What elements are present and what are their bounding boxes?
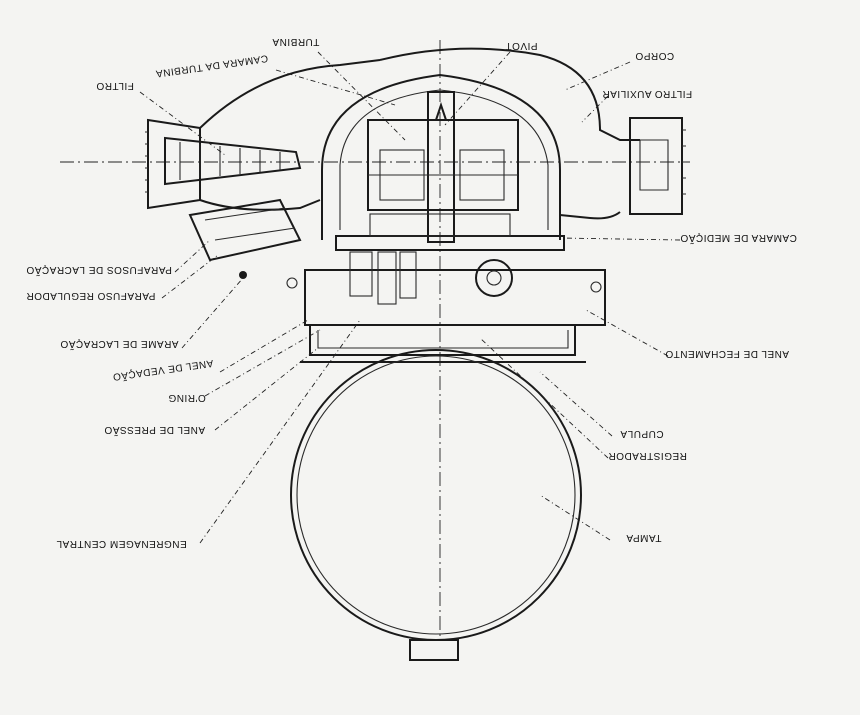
- inlet-connector: [145, 118, 201, 210]
- label-camara-medicao: CAMARA DE MEDIÇÃO: [680, 232, 797, 243]
- label-turbina: TURBINA: [272, 36, 320, 47]
- regulator-screw-block: [188, 198, 302, 279]
- inlet-channel: [199, 59, 381, 129]
- pivot: [435, 101, 447, 121]
- lid-tampa: [290, 349, 582, 641]
- dome-assembly: [300, 325, 586, 363]
- register-mechanism: [286, 251, 606, 326]
- label-filtro: FILTRO: [96, 80, 134, 91]
- label-tampa: TAMPA: [626, 532, 662, 543]
- label-anel-fechamento: ANEL DE FECHAMENTO: [665, 348, 790, 359]
- label-o-ring: O'RING: [168, 392, 206, 403]
- label-registrador: REGISTRADOR: [608, 450, 687, 461]
- meter-body: [321, 47, 640, 240]
- outlet-connector: [629, 117, 686, 215]
- measuring-chamber: [335, 213, 565, 251]
- filter: [164, 136, 302, 186]
- label-corpo: CORPO: [635, 50, 675, 61]
- register-gear: [475, 259, 513, 297]
- inlet-channel-lower: [199, 199, 321, 211]
- lid-tab: [409, 639, 459, 661]
- label-cupula: CUPULA: [620, 428, 664, 439]
- label-parafusos-lacracao: PARAFUSOS DE LACRAÇÃO: [26, 264, 172, 275]
- label-parafuso-regulador: PARAFUSO REGULADOR: [26, 290, 156, 301]
- label-arame-lacracao: ARAME DE LACRAÇÃO: [60, 338, 179, 349]
- label-filtro-auxiliar: FILTRO AUXILIAR: [602, 88, 693, 99]
- label-pivot: PIVOT: [505, 40, 538, 51]
- label-anel-pressao: ANEL DE PRESSÃO: [104, 424, 206, 435]
- turbine: [367, 91, 519, 243]
- seal-wire-knot: [239, 271, 247, 279]
- leader-lines: [139, 51, 681, 544]
- label-engrenagem-central: ENGRENAGEM CENTRAL: [56, 538, 187, 549]
